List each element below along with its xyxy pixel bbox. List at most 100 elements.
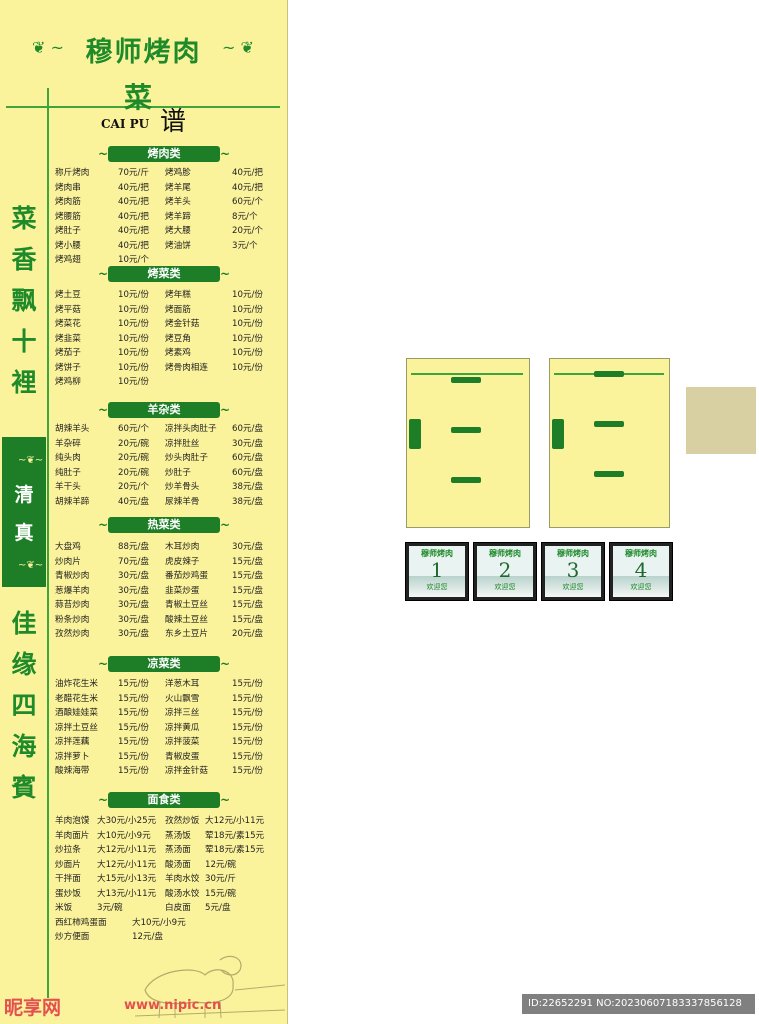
paper-texture-swatch <box>686 387 756 454</box>
slogan-bottom-char: 缘 <box>11 650 37 679</box>
menu-board: ❦ ~ 穆师烤肉 ~ ❦ 菜 谱 CAI PU 菜香飘十裡 ~❦~ 清 真 ~❦… <box>0 0 288 1024</box>
dish-name: 酸汤水饺 <box>165 888 200 899</box>
section-header: 羊杂类 <box>98 402 230 418</box>
dish-price: 荤18元/素15元 <box>205 830 265 841</box>
card-number: 4 <box>634 558 648 582</box>
menu-row: 凉拌土豆丝 15元/份 凉拌黄瓜 15元/份 <box>55 721 285 735</box>
dish-name: 纯头肉 <box>55 453 81 463</box>
dish-name: 烤油饼 <box>165 240 191 251</box>
dish-name: 烤肉筋 <box>55 197 81 207</box>
menu-row: 西红柿鸡蛋面 大10元/小9元 <box>55 916 285 930</box>
dish-price: 30元/盘 <box>118 600 150 610</box>
dish-price: 15元/盘 <box>232 614 264 625</box>
dish-name: 炒羊骨头 <box>165 482 200 492</box>
thumbnail-menu-2 <box>549 358 670 528</box>
dish-name: 烤羊尾 <box>165 182 191 193</box>
dish-name: 凉拌菠菜 <box>165 737 200 747</box>
slogan-top-char: 菜 <box>11 204 37 233</box>
dish-price: 40元/盘 <box>118 496 150 507</box>
section-header: 烤肉类 <box>98 146 230 162</box>
dish-name: 粉条炒肉 <box>55 614 90 625</box>
card-number: 3 <box>566 558 580 582</box>
dish-name: 葱爆羊肉 <box>55 585 90 596</box>
dish-name: 青椒土豆丝 <box>165 600 208 610</box>
dish-name: 烤羊蹄 <box>165 211 191 222</box>
image-id-bar: ID:22652291 NO:20230607183337856128 <box>522 994 755 1014</box>
dish-price: 10元/份 <box>118 362 150 373</box>
card-number: 2 <box>498 558 512 582</box>
dish-name: 蛋炒饭 <box>55 888 81 899</box>
dish-price: 15元/份 <box>118 722 150 733</box>
dish-name: 老醋花生米 <box>55 693 98 704</box>
dish-price: 15元/份 <box>232 693 264 704</box>
dish-name: 炒肉片 <box>55 556 81 567</box>
dish-name: 番茄炒鸡蛋 <box>165 571 208 581</box>
dish-price: 3元/碗 <box>97 903 123 913</box>
dish-name: 烤鸡翅 <box>55 255 81 265</box>
dish-price: 30元/盘 <box>118 614 150 625</box>
slogan-bottom-char: 海 <box>11 732 37 761</box>
dish-price: 20元/碗 <box>118 467 150 478</box>
dish-name: 烤茄子 <box>55 348 81 358</box>
dish-price: 大15元/小13元 <box>97 874 157 884</box>
card-welcome: 欢迎您 <box>562 583 584 591</box>
dish-price: 大10元/小9元 <box>132 918 186 928</box>
slogan-top-char: 十 <box>11 327 37 356</box>
swirl-left-icon: ❦ ~ <box>32 38 64 57</box>
dish-price: 70元/斤 <box>118 168 150 178</box>
dish-price: 大12元/小11元 <box>97 859 157 870</box>
dish-price: 20元/碗 <box>118 453 150 463</box>
dish-name: 西红柿鸡蛋面 <box>55 918 107 928</box>
section-header: 烤菜类 <box>98 266 230 282</box>
dish-name: 青椒皮蛋 <box>165 751 200 762</box>
watermark-url: www.nipic.cn <box>124 998 222 1013</box>
card-title: 穆师烤肉 <box>421 549 453 558</box>
dish-name: 凉拌黄瓜 <box>165 722 200 733</box>
dish-price: 12元/盘 <box>132 932 164 942</box>
dish-name: 凉拌土豆丝 <box>55 722 98 733</box>
dish-price: 60元/个 <box>232 197 264 207</box>
dish-name: 称斤烤肉 <box>55 168 90 178</box>
dish-name: 白皮面 <box>165 903 191 913</box>
dish-name: 羊干头 <box>55 482 81 492</box>
dish-name: 烤菜花 <box>55 319 81 329</box>
dish-name: 烤肚子 <box>55 226 81 236</box>
dish-price: 15元/份 <box>232 722 264 733</box>
dish-price: 60元/盘 <box>232 424 264 434</box>
dish-price: 20元/个 <box>232 226 264 236</box>
dish-name: 洋葱木耳 <box>165 679 200 689</box>
top-divider <box>6 106 280 108</box>
dish-price: 荤18元/素15元 <box>205 845 265 855</box>
left-divider <box>47 88 49 998</box>
swirl-right-icon: ~ ❦ <box>222 38 254 57</box>
dish-price: 15元/份 <box>232 766 264 776</box>
dish-name: 烤土豆 <box>55 290 81 300</box>
mountain-scenery-icon <box>545 576 601 597</box>
dish-price: 10元/份 <box>118 319 150 329</box>
dish-price: 60元/盘 <box>232 453 264 463</box>
mountain-scenery-icon <box>409 576 465 597</box>
dish-price: 60元/个 <box>118 424 150 434</box>
dish-name: 木耳炒肉 <box>165 542 200 552</box>
dish-name: 东乡土豆片 <box>165 629 208 639</box>
dish-price: 15元/份 <box>118 693 150 704</box>
dish-price: 15元/碗 <box>205 888 237 899</box>
dish-price: 20元/碗 <box>118 438 150 449</box>
